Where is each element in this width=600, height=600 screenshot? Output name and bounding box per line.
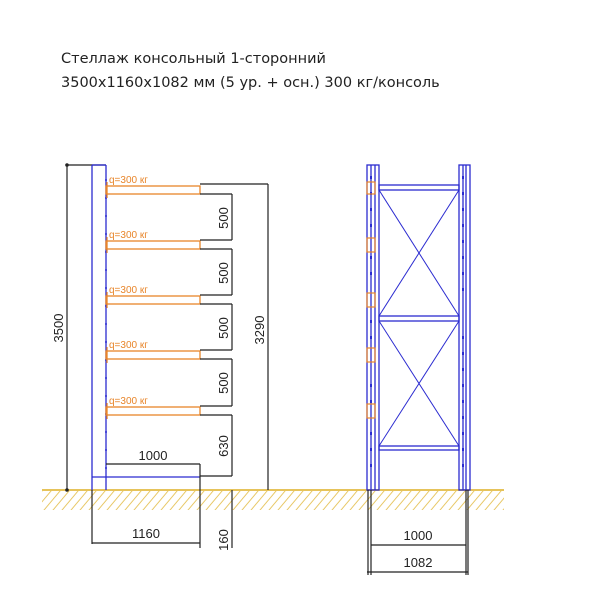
arm-4 [105,347,201,363]
drawing-title: Стеллаж консольный 1-сторонний 3500x1160… [61,47,440,95]
inner-width-label: 1000 [404,528,433,543]
dimension-3290 [200,183,269,490]
arm-1 [105,182,201,198]
height-3500-label: 3500 [51,314,66,343]
spacing-2-label: 500 [216,262,231,284]
arm-brackets [366,181,376,419]
arms [105,182,201,419]
column [91,164,107,490]
ground-hatching [42,490,504,510]
spacing-1-label: 500 [216,207,231,229]
base-height-label: 160 [216,529,231,551]
front-dimensions [367,490,469,575]
arm-1-load-label: q=300 кг [109,175,148,186]
arm-3 [105,292,201,308]
ground [42,489,504,510]
level-dimensions [200,193,233,548]
dimension-base-1160 [91,490,200,544]
title-line-2: 3500x1160x1082 мм (5 ур. + осн.) 300 кг/… [61,75,440,91]
spacing-4-label: 500 [216,372,231,394]
right-upright [458,164,471,491]
height-3290-label: 3290 [252,316,267,345]
dimension-3500 [65,163,106,492]
arm-4-load-label: q=300 кг [109,340,148,351]
horizontal-braces [378,184,460,451]
spacing-3-label: 500 [216,317,231,339]
spacing-5-label: 630 [216,435,231,457]
front-view: 1000 1082 [366,164,471,575]
arm-2 [105,237,201,253]
upright-holes [370,176,464,467]
left-upright [366,164,380,491]
side-view: 3500 q=300 кг q=300 кг [51,163,269,551]
outer-width-label: 1082 [404,555,433,570]
base-length-label: 1160 [132,526,160,541]
title-line-1: Стеллаж консольный 1-сторонний [61,51,326,67]
arm-5 [105,403,201,419]
arm-2-load-label: q=300 кг [109,230,148,241]
arm-length-label: 1000 [139,448,168,463]
arm-5-load-label: q=300 кг [109,396,148,407]
dimension-arm-1000 [106,463,201,548]
arm-3-load-label: q=300 кг [109,285,148,296]
diagonal-braces [378,189,460,447]
